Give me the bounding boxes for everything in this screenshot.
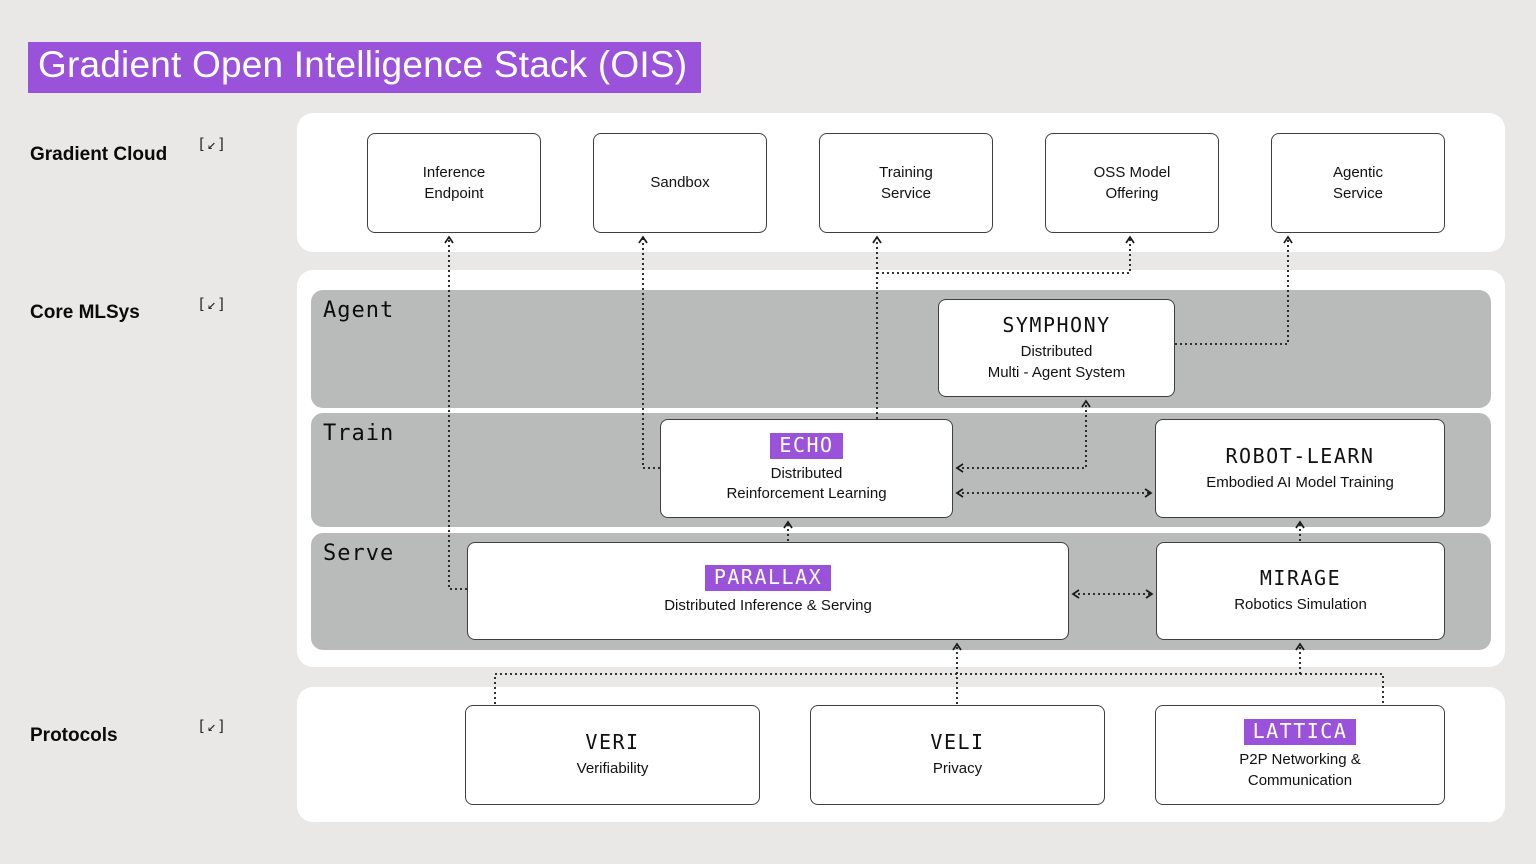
desc-line: Distributed Inference & Serving [664, 597, 872, 615]
product-name: VELI [930, 730, 985, 755]
node-robot-learn: ROBOT-LEARN Embodied AI Model Training [1155, 419, 1445, 518]
node-label: Training Service [879, 162, 933, 205]
node-oss-model-offering: OSS Model Offering [1045, 133, 1219, 233]
label-line: Sandbox [650, 174, 710, 192]
node-label: Sandbox [650, 172, 709, 193]
product-desc: Verifiability [577, 759, 649, 779]
node-veri: VERI Verifiability [465, 705, 760, 805]
label-line: Inference [422, 163, 486, 181]
product-name: ROBOT-LEARN [1225, 443, 1375, 468]
product-name: MIRAGE [1259, 566, 1342, 591]
node-echo: ECHO Distributed Reinforcement Learning [660, 419, 953, 518]
product-desc: Privacy [933, 759, 982, 779]
node-inference-endpoint: Inference Endpoint [367, 133, 541, 233]
label-line: Endpoint [424, 185, 484, 202]
desc-line: Privacy [932, 760, 983, 778]
label-line: Agentic [1332, 163, 1384, 181]
product-name: VERI [585, 730, 640, 755]
label-line: Offering [1105, 185, 1159, 202]
desc-line: Robotics Simulation [1234, 596, 1367, 614]
band-label: Agent [323, 298, 395, 323]
product-name: SYMPHONY [1002, 313, 1111, 338]
node-mirage: MIRAGE Robotics Simulation [1156, 542, 1445, 640]
product-desc: P2P Networking & Communication [1239, 750, 1360, 791]
node-training-service: Training Service [819, 133, 993, 233]
product-name-highlight: LATTICA [1243, 719, 1357, 746]
collapse-arrow-icon[interactable]: [↙] [197, 717, 228, 735]
section-label-gradient-cloud: Gradient Cloud [30, 144, 168, 165]
node-label: OSS Model Offering [1094, 162, 1171, 205]
desc-line: Distributed [770, 464, 843, 482]
node-label: Agentic Service [1333, 162, 1383, 205]
node-symphony: SYMPHONY Distributed Multi - Agent Syste… [938, 299, 1175, 397]
desc-line: Reinforcement Learning [726, 485, 887, 502]
desc-line: P2P Networking & [1239, 751, 1361, 769]
desc-line: Verifiability [576, 760, 649, 778]
label-line: Service [1332, 185, 1383, 202]
product-name-highlight: PARALLAX [704, 565, 832, 592]
section-label-core-mlsys: Core MLSys [30, 302, 140, 323]
label-line: Service [880, 185, 931, 202]
product-desc: Distributed Reinforcement Learning [726, 464, 886, 505]
band-label: Serve [323, 541, 395, 566]
node-parallax: PARALLAX Distributed Inference & Serving [467, 542, 1069, 640]
node-lattica: LATTICA P2P Networking & Communication [1155, 705, 1445, 805]
label-line: OSS Model [1093, 163, 1171, 181]
desc-line: Embodied AI Model Training [1206, 473, 1394, 491]
band-label: Train [323, 421, 395, 446]
product-desc: Embodied AI Model Training [1206, 473, 1394, 493]
node-label: Inference Endpoint [423, 162, 486, 205]
product-name-highlight: ECHO [770, 432, 843, 459]
page-title: Gradient Open Intelligence Stack (OIS) [28, 42, 702, 93]
desc-line: Distributed [1020, 343, 1093, 361]
product-desc: Distributed Multi - Agent System [988, 342, 1126, 383]
node-sandbox: Sandbox [593, 133, 767, 233]
collapse-arrow-icon[interactable]: [↙] [197, 295, 228, 313]
desc-line: Communication [1247, 771, 1353, 789]
product-desc: Distributed Inference & Serving [664, 596, 872, 616]
desc-line: Multi - Agent System [987, 363, 1126, 381]
section-label-protocols: Protocols [30, 725, 118, 746]
label-line: Training [879, 163, 933, 181]
node-agentic-service: Agentic Service [1271, 133, 1445, 233]
collapse-arrow-icon[interactable]: [↙] [197, 135, 228, 153]
band-agent: Agent [311, 290, 1491, 408]
product-desc: Robotics Simulation [1234, 595, 1367, 615]
node-veli: VELI Privacy [810, 705, 1105, 805]
